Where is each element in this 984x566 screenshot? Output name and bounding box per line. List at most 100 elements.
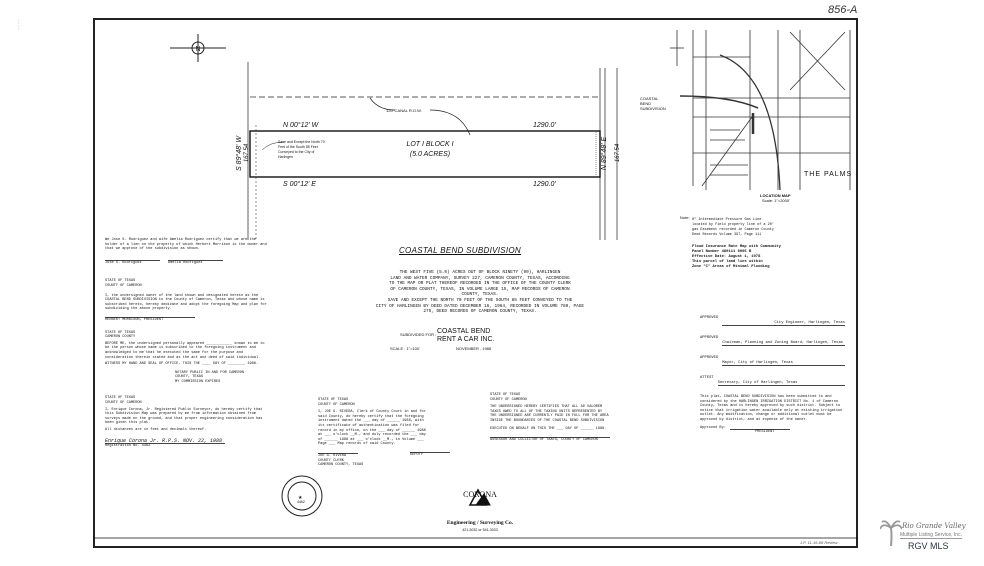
surveyor-seal: ★ [281,475,323,517]
clerk-title: COUNTY CLERK [318,458,344,463]
clerk-text: I, JOE G. RIVERA, Clerk of County Court … [318,410,426,447]
county-label: CAMERON COUNTY [105,335,136,340]
plat-sheet [93,18,858,548]
description-line: CITY OF HARLINGEN BY DEED DATED DECEMBER… [375,303,585,309]
state-label: STATE OF TEXAS [490,393,521,397]
location-map-title: LOCATION MAP [760,193,791,198]
corona-logo-icon [468,488,491,506]
description-line: TO THE MAP OR PLAT THEREOF RECORDED IN T… [389,281,571,287]
notes-label: Note: [680,215,690,220]
firm-name: CORONA [463,490,497,499]
description-line: THE WEST FIVE (5.0) ACRES OUT OF BLOCK N… [399,270,561,275]
flood-line: Panel Number 480111 0005 B [692,250,752,254]
deputy-signature: DEPUTY [410,452,450,457]
north-distance: 1290.0' [533,122,556,129]
firm-subtitle: Engineering / Surveying Co. [446,520,514,526]
scale-label: SCALE : 1"=100' [390,346,420,351]
description-line: 275, DEED RECORDS OF CAMERON COUNTY, TEX… [423,309,537,315]
flood-line: Flood Insurance Rate Map with Community [692,245,781,249]
west-bearing: S 89°48' W [235,136,243,171]
lot-label: LOT I BLOCK I [406,141,454,148]
review-initials: J.P. 11-16-88 Review [800,540,838,545]
tax-text: THE UNDERSIGNED HEREBY CERTIFIES THAT AL… [490,405,609,423]
lienholder-cert: We Jose S. Rodriguez and wife Amelia Rod… [105,238,267,252]
flood-line: Effective Date: August 1, 1978 [692,255,761,259]
county-label: COUNTY OF CAMERON [318,402,355,407]
registration-number: Registration No. 4462 [105,444,151,449]
north-arrow: N [170,34,226,62]
description-line: COUNTY, TEXAS. [461,292,499,298]
lot-1-boundary [249,130,601,178]
lien-signature-1: Jose S. Rodriguez [105,259,160,266]
irrigation-text: This plat, COASTAL BEND SUBDIVISION has … [700,395,843,422]
north-bearing: N 00°12' W [283,122,319,129]
gas-line-note: 8" Intermediate Pressure Gas Line locate… [692,218,774,237]
lien-signatures: Jose S. Rodriguez Amelia Rodriguez [105,259,270,266]
south-distance: 1290.0' [533,181,556,188]
owner-signature: HERBERT MORRISON, PRESIDENT [105,316,195,323]
irrigation-approval: This plat, COASTAL BEND SUBDIVISION has … [700,395,850,435]
save-except-note: Save and Except the North 70 Feet of the… [278,140,325,159]
notary-public: NOTARY PUBLIC IN AND FOR CAMERON COUNTY,… [175,370,245,380]
clerk-county: CAMERON COUNTY, TEXAS [318,463,364,468]
sheet-number: 856-A [828,4,858,16]
tax-executed: EXECUTED ON BEHALF ON THIS THE ___ DAY O… [490,426,607,431]
approved-by-label: Approved By: [700,425,726,430]
svg-text:N: N [196,46,201,53]
east-distance: 167.54 [615,143,622,163]
canal-label: 120' CANAL R.O.W. [386,108,422,113]
location-map-lines [670,30,851,191]
svg-text:★: ★ [298,495,303,501]
county-label: COUNTY OF CAMERON [105,401,142,406]
clerk-name: JOE G. RIVERA [318,452,358,459]
notary-acknowledgment: BEFORE ME, the undersigned personally ap… [105,341,265,360]
notary-witness: WITNESS MY HAND AND SEAL OF OFFICE, THIS… [105,362,259,367]
approval-label: APPROVED [700,336,719,340]
legal-description: THE WEST FIVE (5.0) ACRES OUT OF BLOCK N… [330,270,630,315]
approval-label: ATTEST [700,376,714,380]
watermark-line-3: RGV MLS [908,541,949,551]
flood-line: Zone "C" Areas of Minimal Flooding [692,265,770,269]
client-name-1: COASTAL BEND [437,328,491,335]
irrigation-signature: Approved By: [700,426,850,431]
irrigation-signer-title: PRESIDENT [755,430,775,435]
state-label: STATE OF TEXAS [318,398,349,402]
location-map-scale: Scale: 1"=2000' [762,198,790,203]
subdivided-for-label: SUBDIVIDED FOR : [400,332,437,337]
scan-marks: ⁞⁞ [18,20,20,32]
tax-cert: STATE OF TEXAS COUNTY OF CAMERON THE UND… [490,393,610,443]
subdivided-for: COASTAL BEND RENT A CAR INC. [437,328,494,344]
left-certifications: We Jose S. Rodriguez and wife Amelia Rod… [105,238,270,449]
approval-label: APPROVED [700,356,719,360]
notary-commission: MY COMMISSION EXPIRES [175,379,221,384]
tax-assessor-title: ASSESSOR AND COLLECTOR OF TAXES, COUNTY … [490,437,610,443]
location-map-place: THE PALMS [804,171,853,178]
subdivision-title: COASTAL BEND SUBDIVISION [398,246,522,255]
surveyor-cert: I, Enrique Corona, Jr. Registered Public… [105,407,263,426]
state-label: STATE OF TEXAS [105,330,136,335]
approval-title: City Engineer, Harlingen, Texas [722,321,845,326]
client-name-2: RENT A CAR INC. [437,336,495,343]
firm-phones: 421-3032 or 541-3033 [462,528,498,532]
flood-line: This parcel of land lies within [692,260,763,264]
lien-signature-2: Amelia Rodriguez [168,259,223,266]
owner-dedication: I, the undersigned owner of the land sho… [105,293,267,312]
description-line: LAND AND WATER COMPANY, SURVEY 227, CAME… [390,275,570,281]
east-bearing: N 89°48' E [601,136,609,171]
approval-title: Secretary, City of Harlingen, Texas [717,381,845,386]
state-label: STATE OF TEXAS [105,279,136,284]
state-label: STATE OF TEXAS [105,396,136,401]
description-line: OF CAMERON COUNTY, TEXAS, IN VOLUME LARG… [390,286,570,292]
palm-tree-icon [880,520,902,546]
seal-number: 4462 [297,500,305,504]
surveyor-signature: Enrique Corona Jr. R.P.S. NOV. 22, 1988 [105,438,225,445]
south-bearing: S 00°12' E [283,181,316,188]
distances-note: All distances are in feet and decimals t… [105,428,207,433]
approval-title: Chairman, Planning and Zoning Board, Har… [722,341,845,346]
